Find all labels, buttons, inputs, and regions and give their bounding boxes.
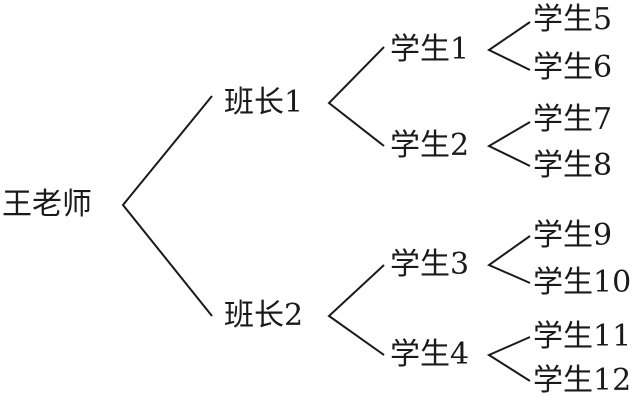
monitor-node-2: 班长2 (224, 298, 304, 333)
student-1-branch (487, 21, 531, 71)
monitor-node-1: 班长1 (224, 85, 304, 120)
monitor-2-branch (327, 264, 385, 356)
leaf-node-12: 学生12 (533, 363, 632, 398)
student-2-branch (486, 121, 531, 167)
student-3-branch (486, 235, 531, 284)
leaf-node-11: 学生11 (533, 319, 632, 354)
student-node-4: 学生4 (390, 337, 470, 372)
student-node-2: 学生2 (390, 128, 470, 163)
leaf-node-10: 学生10 (533, 265, 632, 300)
student-node-3: 学生3 (390, 247, 470, 282)
root-branch (121, 95, 213, 317)
leaf-node-7: 学生7 (533, 102, 613, 137)
leaf-node-8: 学生8 (533, 148, 613, 183)
leaf-node-9: 学生9 (533, 218, 613, 253)
monitor-1-branch (327, 46, 385, 147)
leaf-node-5: 学生5 (533, 2, 613, 37)
student-node-1: 学生1 (390, 32, 470, 67)
root-node: 王老师 (2, 187, 92, 222)
leaf-node-6: 学生6 (533, 50, 613, 85)
student-4-branch (486, 336, 531, 382)
